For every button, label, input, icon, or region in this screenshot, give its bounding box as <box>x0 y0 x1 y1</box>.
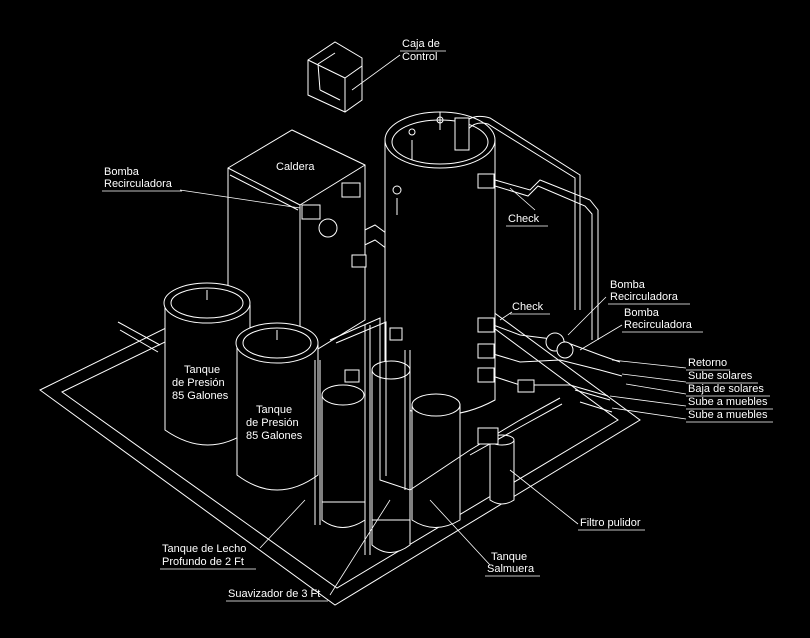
brine-tank-label-2: Salmuera <box>487 563 535 575</box>
pump-right-2-label-1: Bomba <box>624 307 660 319</box>
pressure-tank-2-label-1: Tanque <box>256 404 292 416</box>
pressure-tank-2-label-2: de Presión <box>246 417 299 429</box>
pressure-tank-2 <box>235 322 319 491</box>
labels: Caja de Control Caldera Bomba Recirculad… <box>102 38 773 602</box>
control-box-label-1: Caja de <box>402 38 440 50</box>
brine-tank <box>411 393 461 528</box>
check-top-label: Check <box>508 213 540 225</box>
check-mid-label: Check <box>512 301 544 313</box>
pressure-tank-1-label-1: Tanque <box>184 364 220 376</box>
pump-right-1-label-1: Bomba <box>610 279 646 291</box>
pump-left-label-2: Recirculadora <box>104 178 173 190</box>
furniture-up-1-label: Sube a muebles <box>688 396 768 408</box>
pressure-tank-1-label-2: de Presión <box>172 377 225 389</box>
polish-filter-label: Filtro pulidor <box>580 517 641 529</box>
boiler-label: Caldera <box>276 161 315 173</box>
solar-up-label: Sube solares <box>688 370 753 382</box>
softener-tank <box>371 360 411 553</box>
pump-left-label-1: Bomba <box>104 166 140 178</box>
solar-down-label: Baja de solares <box>688 383 764 395</box>
fittings <box>301 117 574 445</box>
pump-right-1-label-2: Recirculadora <box>610 291 679 303</box>
polish-filter <box>489 434 515 505</box>
pressure-tank-2-label-3: 85 Galones <box>246 430 303 442</box>
leader-lines <box>179 54 687 596</box>
control-box-label-2: Control <box>402 51 437 63</box>
piping <box>314 115 623 555</box>
pump-right-2-label-2: Recirculadora <box>624 319 693 331</box>
pressure-tank-1-label-3: 85 Galones <box>172 390 229 402</box>
furniture-up-2-label: Sube a muebles <box>688 409 768 421</box>
deep-bed-tank-label-2: Profundo de 2 Ft <box>162 556 244 568</box>
brine-tank-label-1: Tanque <box>491 551 527 563</box>
softener-label: Suavizador de 3 Ft <box>228 588 320 600</box>
control-box <box>307 41 363 113</box>
deep-bed-tank-label-1: Tanque de Lecho <box>162 543 246 555</box>
return-label: Retorno <box>688 357 727 369</box>
deep-bed-tank <box>321 384 366 528</box>
pressure-tank-1 <box>163 282 251 446</box>
